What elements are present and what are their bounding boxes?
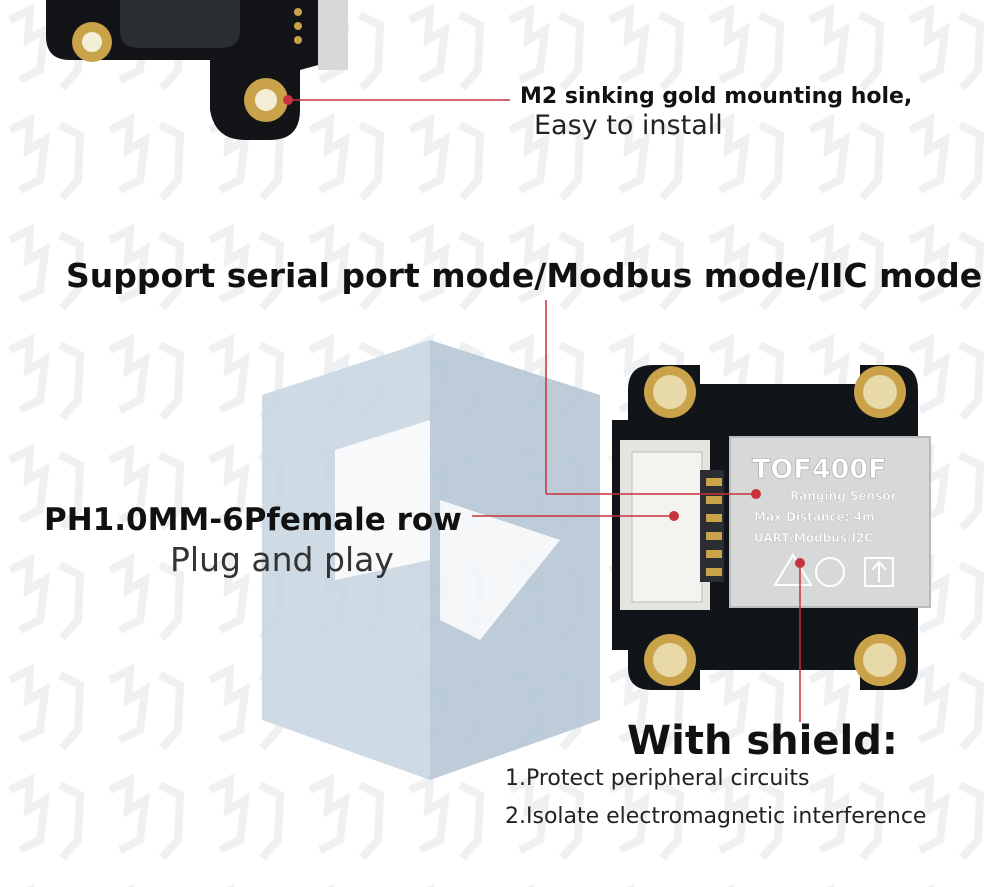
shield-benefit-item: 1.Protect peripheral circuits (505, 766, 810, 791)
mount-callout-title: M2 sinking gold mounting hole, (520, 84, 913, 109)
modes-callout-line (545, 300, 761, 499)
logo-watermark (262, 340, 600, 780)
ph-connector (620, 440, 724, 610)
module-model-label: TOF400F (752, 454, 887, 485)
connector-callout-subtitle: Plug and play (170, 540, 394, 579)
module-type-label: Ranging Sensor (790, 489, 897, 503)
this-side-up-icon (864, 557, 894, 587)
connector-callout-line (472, 511, 679, 521)
tof-module: TOF400F Ranging Sensor Max Distance: 4m … (612, 365, 931, 690)
shield-benefit-item: 2.Isolate electromagnetic interference (505, 804, 927, 829)
metal-shield: TOF400F Ranging Sensor Max Distance: 4m … (729, 436, 931, 608)
module-range-label: Max Distance: 4m (754, 510, 875, 524)
top-module-fragment (46, 0, 348, 140)
mount-callout-subtitle: Easy to install (534, 110, 723, 141)
shield-callout-title: With shield: (627, 718, 898, 764)
module-interface-label: UART/Modbus/I2C (754, 531, 873, 545)
pb-free-icon (815, 557, 845, 587)
connector-callout-title: PH1.0MM-6Pfemale row (44, 502, 462, 538)
esd-warning-icon (773, 553, 813, 586)
modes-heading: Support serial port mode/Modbus mode/IIC… (66, 256, 983, 295)
shield-callout-line (795, 558, 805, 722)
mount-callout-line (283, 95, 510, 105)
